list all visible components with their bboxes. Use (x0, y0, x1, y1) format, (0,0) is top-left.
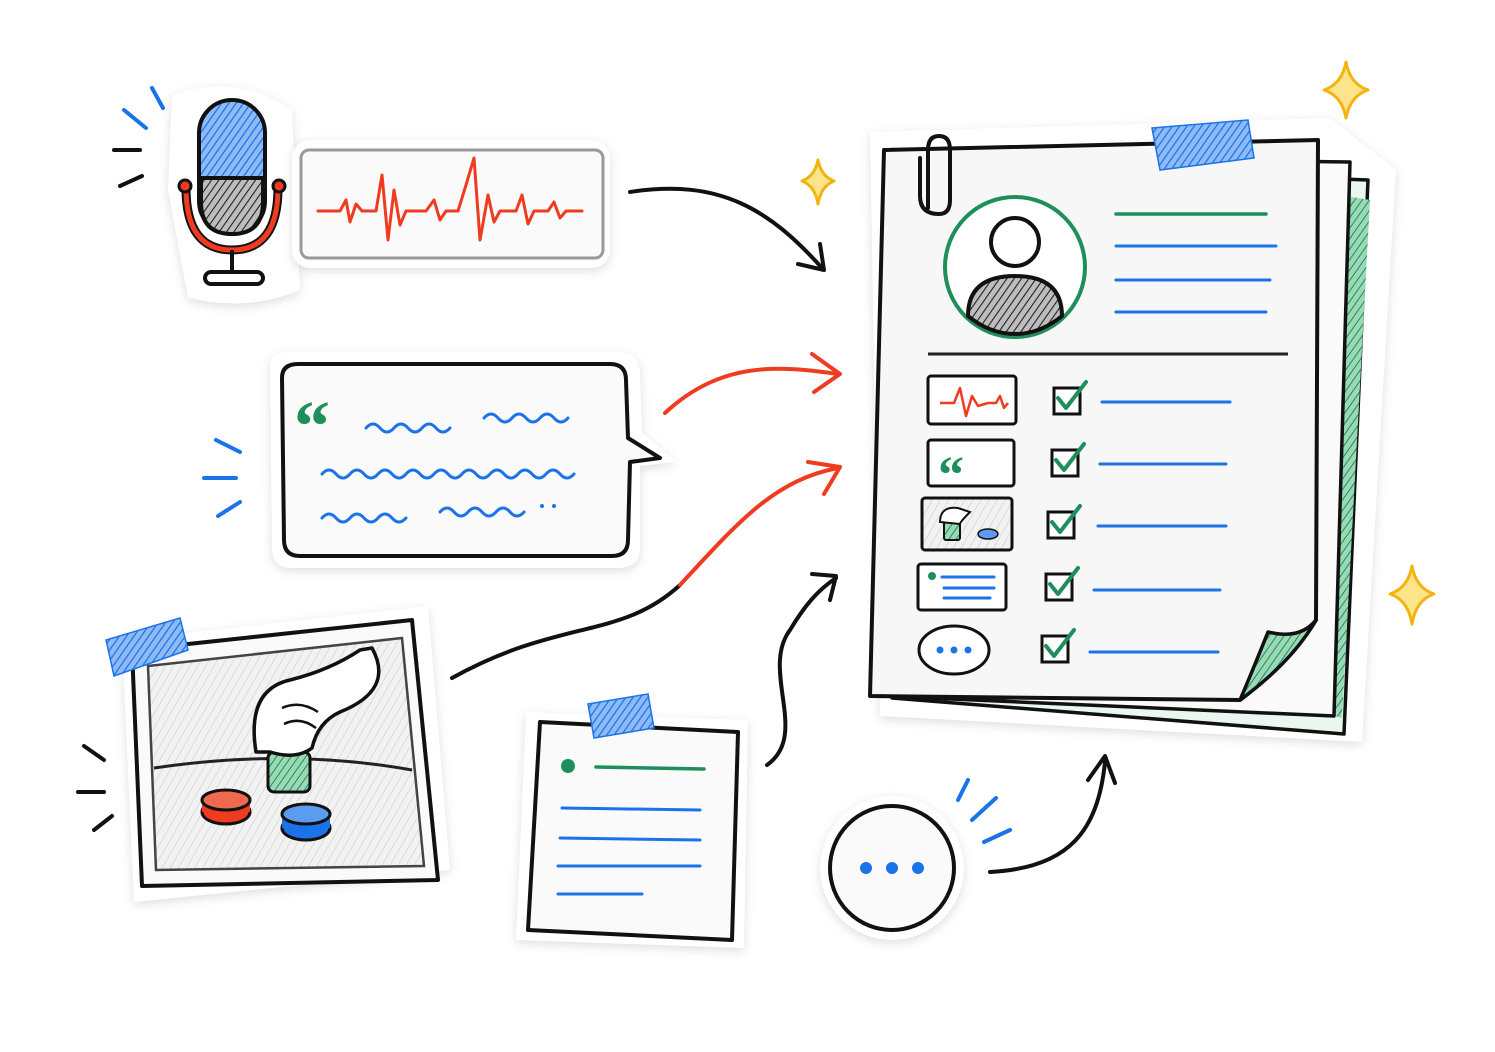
avatar-icon (943, 195, 1087, 339)
profile-document: “ (868, 119, 1370, 736)
sparkle-icon (1322, 60, 1370, 120)
arrow-note-to-document (765, 572, 838, 767)
waveform-icon (940, 386, 1009, 418)
paperclip-icon (918, 133, 952, 217)
ellipsis-icon (828, 778, 1012, 932)
ellipsis-icon (936, 646, 972, 654)
note-icon (526, 693, 740, 942)
microphone-icon (112, 86, 287, 286)
checkbox-checked (1046, 504, 1082, 540)
arrow-photo-to-document (450, 460, 842, 680)
checklist-row (926, 374, 1232, 426)
sparkle-icon (1388, 564, 1436, 626)
tape-icon (1151, 119, 1255, 171)
svg-text:“: “ (294, 386, 330, 466)
waveform-icon (299, 148, 605, 260)
photo-icon (938, 506, 999, 541)
checkbox-checked (1044, 566, 1080, 602)
arrow-quote-to-document (663, 352, 842, 415)
quote-marks-icon: “ (294, 386, 330, 466)
tape-icon (587, 693, 655, 739)
tape-icon (105, 617, 189, 677)
quote-marks-icon: “ (938, 447, 964, 504)
checklist-row (920, 496, 1228, 552)
checklist-row (916, 562, 1222, 612)
note-icon (928, 572, 996, 600)
speech-bubble-icon: “ (202, 362, 662, 558)
checklist-row (917, 624, 1220, 676)
checklist-row: “ (926, 438, 1228, 504)
photo-icon (76, 617, 440, 888)
arrow-more-to-document (988, 754, 1117, 874)
sparkle-icon (800, 158, 836, 206)
checkbox-checked (1040, 628, 1076, 664)
checkbox-checked (1052, 380, 1088, 416)
arrow-audio-to-document (628, 186, 826, 272)
checkbox-checked (1050, 442, 1086, 478)
